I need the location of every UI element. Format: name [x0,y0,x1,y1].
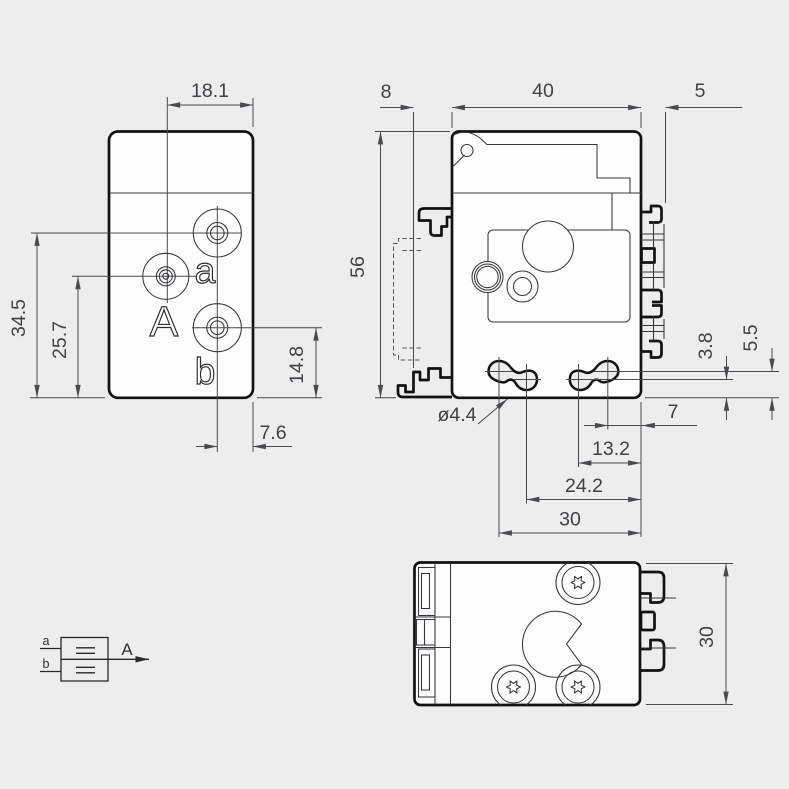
dimension-rail-clip-depth: 8 [380,81,414,368]
din-rail-clip [396,207,452,399]
svg-text:40: 40 [532,80,554,102]
svg-text:56: 56 [347,256,369,278]
svg-text:14.8: 14.8 [286,346,308,384]
svg-text:8: 8 [381,81,392,103]
dimension-height-center-hole: 25.7 [49,276,81,398]
dimension-height-lower-hole: 14.8 [257,327,322,399]
side-mechanism [471,220,575,303]
svg-text:5: 5 [695,80,706,102]
dimension-height-upper-hole: 34.5 [8,233,105,399]
svg-text:18.1: 18.1 [191,80,229,102]
engraving-port-a: a [195,250,216,291]
dimension-slot-offset-4: 30 [499,509,641,536]
svg-text:7.6: 7.6 [259,422,286,444]
pilot-a-label: a [43,634,50,648]
dimension-body-depth: 40 [451,80,642,128]
bottom-connector-tabs [639,570,676,672]
dimension-slot-diameter: ø4.4 [437,398,508,426]
svg-text:30: 30 [559,509,581,531]
svg-text:3.8: 3.8 [695,332,717,359]
svg-text:34.5: 34.5 [8,299,30,337]
symbol-inner-marks [76,647,95,674]
schematic-symbol: a b A [40,634,149,682]
bottom-body-outline [413,561,642,707]
engraving-section-label: A [150,298,179,346]
view-direction-label: A [121,640,133,659]
din-rail-phantom [393,238,421,361]
side-large-bore [521,220,575,273]
svg-text:5.5: 5.5 [740,324,762,351]
dimension-slot-offset-2: 13.2 [578,438,641,466]
bottom-mechanism [490,562,601,705]
side-connector-tabs [640,204,665,359]
dimension-body-height: 56 [347,131,450,399]
pilot-b-label: b [43,657,50,671]
svg-text:24.2: 24.2 [565,475,603,497]
dimension-slot-height-inner: 3.8 [645,332,779,420]
dimension-slot-offset-3: 24.2 [526,475,641,503]
terminal-block-windows [414,563,452,705]
dimension-side-offset: 7.6 [196,402,292,452]
port-a-hole [192,208,242,258]
slot-left [487,359,539,392]
svg-text:7: 7 [668,401,679,423]
dimension-slot-height-outer: 5.5 [740,324,775,420]
port-center-hole [142,252,190,300]
svg-text:ø4.4: ø4.4 [437,404,476,426]
torx-screw-bottom-left [496,670,531,704]
engraving-port-b: b [195,351,216,392]
dimension-slot-offset-1: 7 [584,401,697,537]
port-b-hole [192,303,242,353]
front-view: a A b 18.1 34.5 25.7 14.8 [8,80,322,452]
bottom-view: 30 [413,561,733,707]
slot-right [568,359,620,392]
svg-text:13.2: 13.2 [592,438,630,460]
side-view: 8 40 5 56 3.8 [347,80,779,537]
svg-text:25.7: 25.7 [49,321,71,359]
torx-screw-top [561,565,595,600]
front-body-outline [107,130,255,400]
dimension-hole-spacing: 18.1 [167,80,254,127]
dimension-body-width: 30 [646,563,733,705]
torx-screw-bottom-right [561,670,595,704]
front-centerlines [31,97,322,452]
mounting-slots [485,357,779,537]
svg-text:30: 30 [696,626,718,648]
dimension-connector-depth: 5 [665,80,742,203]
